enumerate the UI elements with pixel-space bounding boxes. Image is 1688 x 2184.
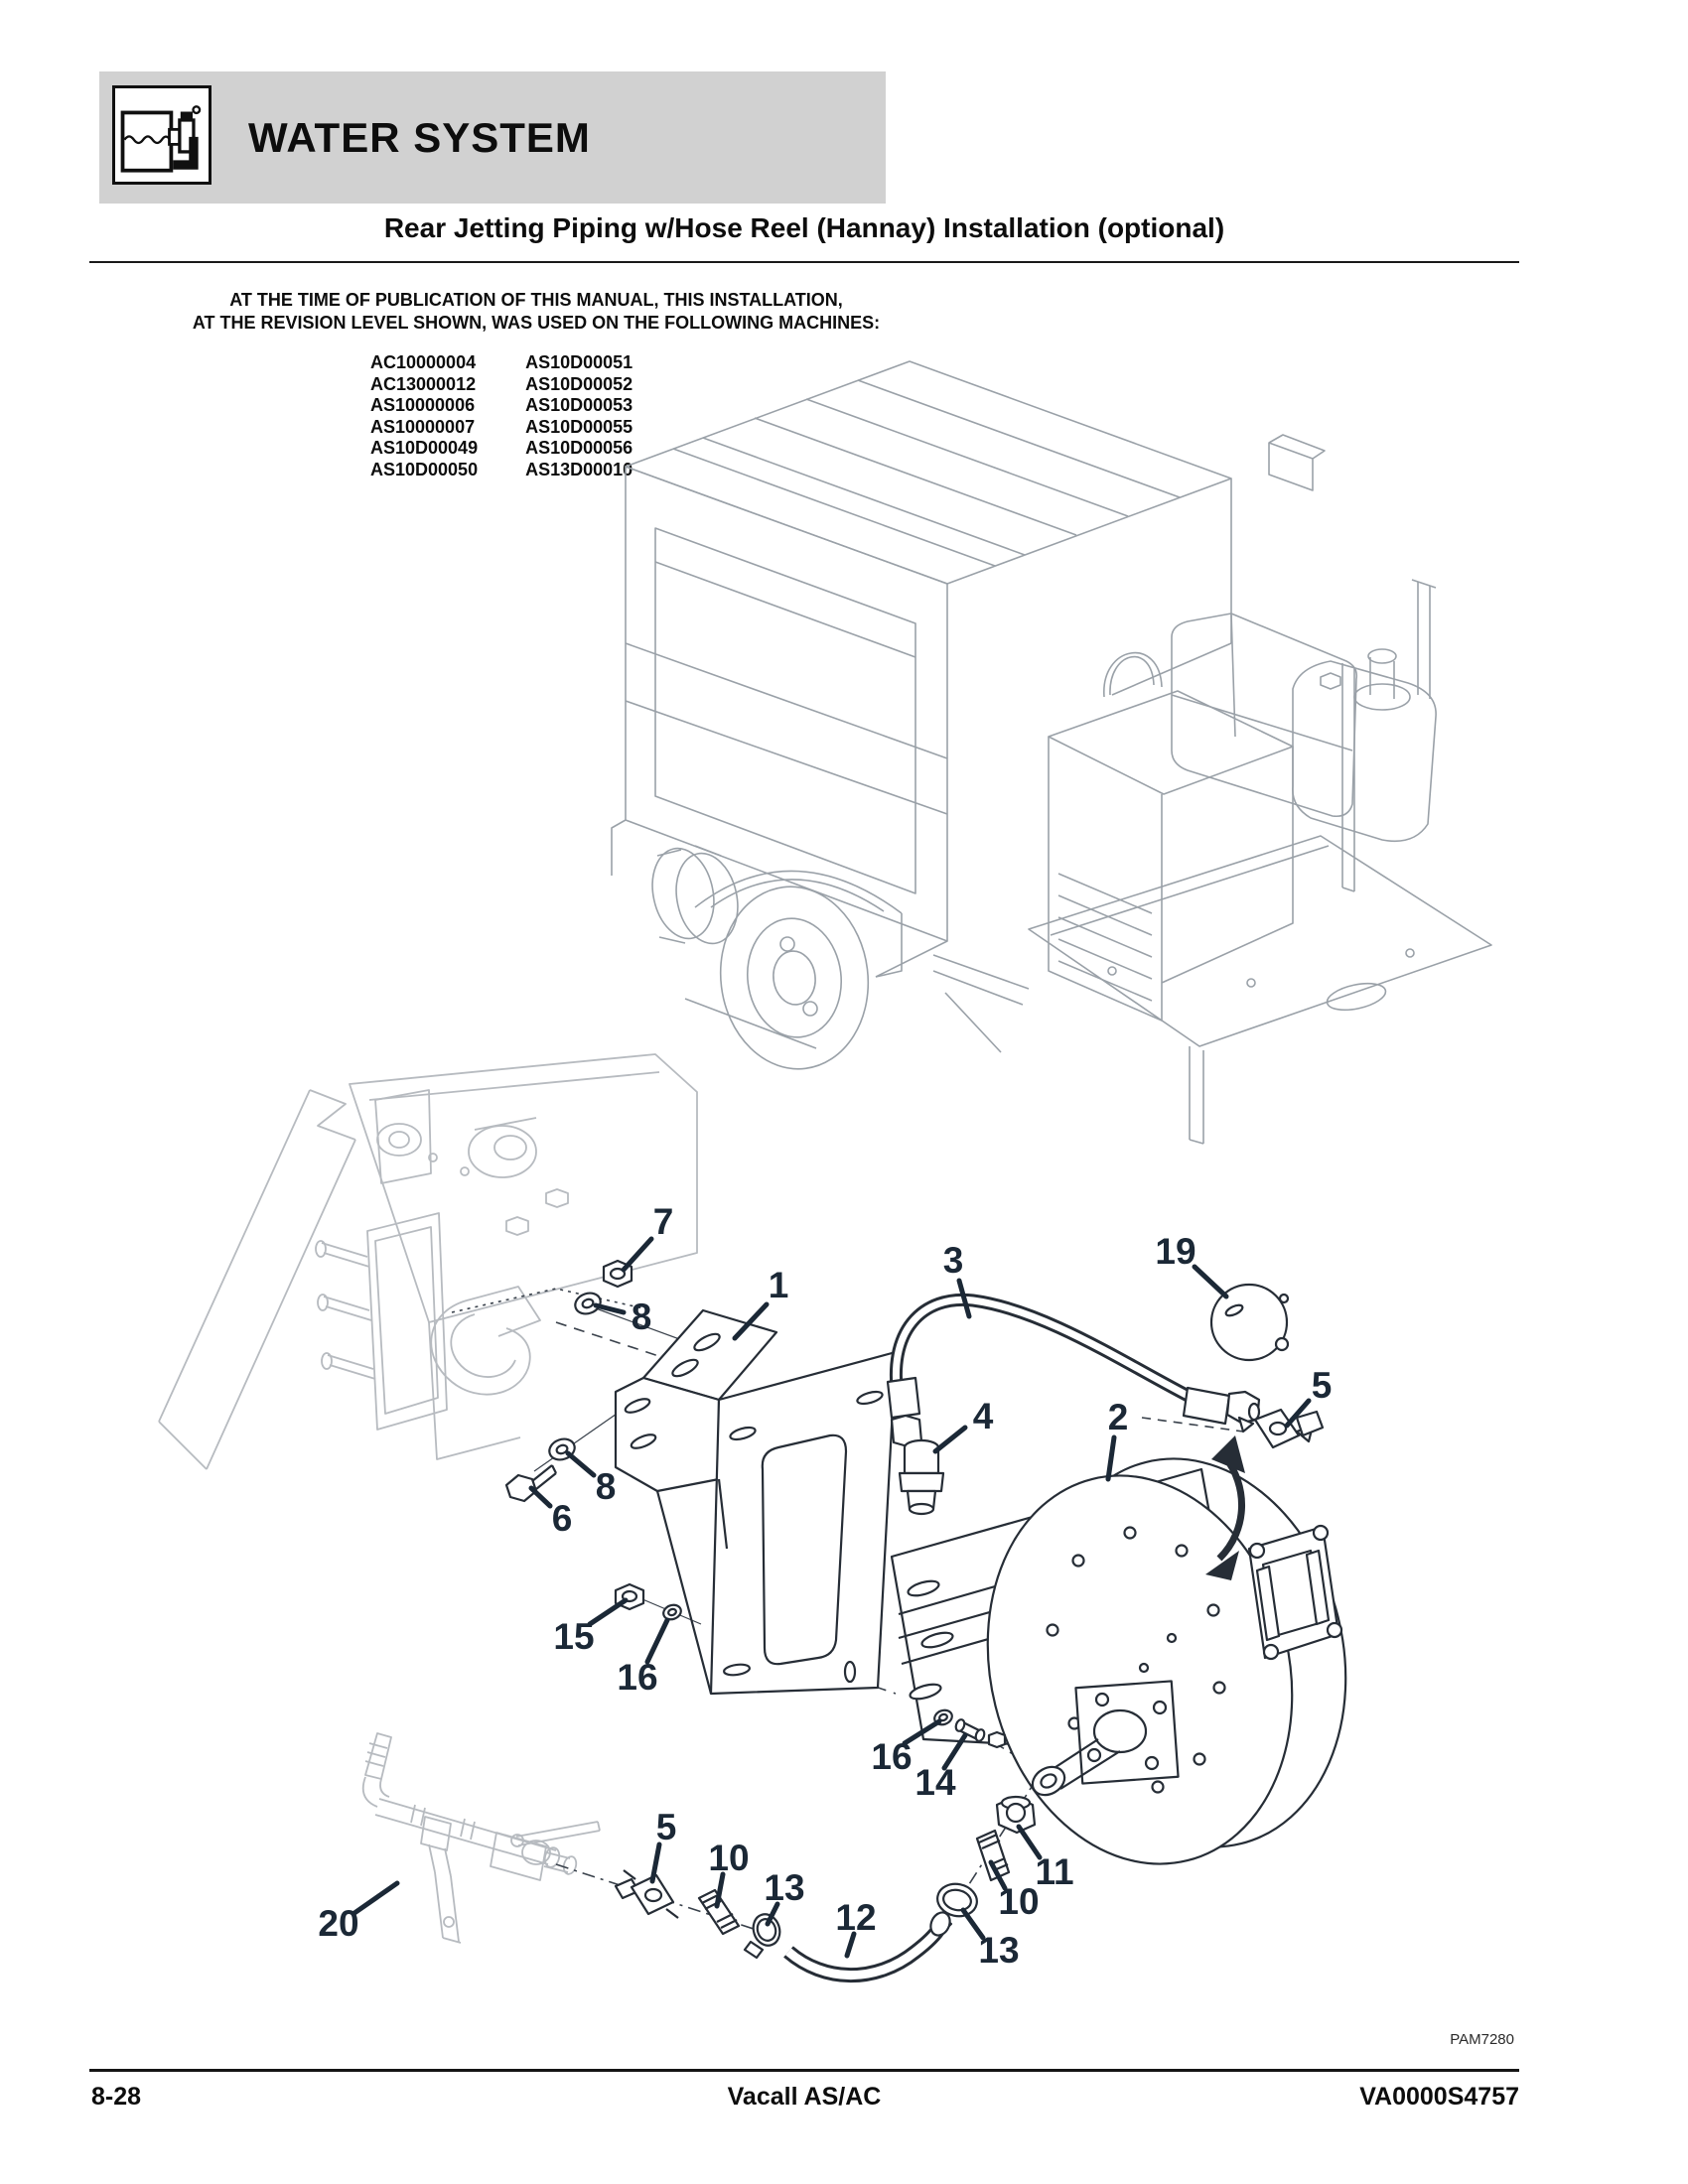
mounting-bracket-part <box>614 1308 898 1696</box>
leader-line-16 <box>902 1718 942 1746</box>
serial-number: AS10D00055 <box>525 416 633 437</box>
leader-line-10 <box>714 1871 726 1909</box>
section-banner: WATER SYSTEM <box>99 71 886 204</box>
figure-title: Rear Jetting Piping w/Hose Reel (Hannay)… <box>383 212 1225 243</box>
serial-number: AS10D00050 <box>370 459 479 479</box>
leader-line-1 <box>732 1301 770 1341</box>
callout-19: 19 <box>1155 1231 1196 1272</box>
callout-5: 5 <box>1311 1365 1333 1406</box>
supply-plumbing <box>614 1869 741 1936</box>
faded-chassis-rear <box>158 1053 698 1470</box>
callout-20: 20 <box>318 1903 359 1944</box>
serial-number: AS10000007 <box>370 416 476 437</box>
callout-1: 1 <box>768 1265 789 1305</box>
leader-line-8 <box>593 1302 627 1315</box>
page-section-title: WATER SYSTEM <box>248 113 591 161</box>
serial-number: AC13000012 <box>370 373 477 394</box>
jetting-hose-part <box>886 1293 1261 1448</box>
hose-coupler-right <box>1237 1408 1325 1449</box>
leader-line-7 <box>621 1236 654 1273</box>
leader-line-13 <box>960 1907 986 1941</box>
callout-8: 8 <box>595 1466 617 1507</box>
truck-illustration <box>611 360 1492 1145</box>
callout-3: 3 <box>942 1240 964 1281</box>
leader-line-11 <box>1016 1824 1043 1860</box>
water-tank-pipe-icon <box>120 105 202 173</box>
callout-12: 12 <box>835 1897 877 1938</box>
leader-line-16 <box>644 1617 670 1665</box>
serial-number: AS10D00053 <box>525 395 633 415</box>
water-system-icon <box>112 85 211 185</box>
callout-11: 11 <box>1035 1851 1074 1892</box>
leader-line-8 <box>565 1450 597 1478</box>
serial-number: AS13D00010 <box>525 459 633 479</box>
callout-2: 2 <box>1107 1397 1129 1437</box>
footer-document-number: VA0000S4757 <box>1359 2083 1519 2111</box>
hose-reel-part <box>890 1435 1347 1865</box>
leader-line-2 <box>1105 1434 1117 1482</box>
outlet-plumbing <box>743 1795 1037 1983</box>
serial-number: AS10D00056 <box>525 438 633 458</box>
callout-8: 8 <box>631 1297 652 1337</box>
callout-5: 5 <box>655 1807 677 1847</box>
notice-line-2: AT THE REVISION LEVEL SHOWN, WAS USED ON… <box>192 313 881 333</box>
leader-line-5 <box>1284 1398 1312 1429</box>
footer-page-number: 8-28 <box>91 2083 142 2111</box>
callout-10: 10 <box>708 1838 750 1878</box>
callout-15: 15 <box>553 1616 595 1657</box>
callout-7: 7 <box>652 1201 674 1242</box>
leader-line-5 <box>649 1842 662 1884</box>
hardware-fasteners <box>504 1259 682 1621</box>
leader-line-4 <box>932 1425 968 1454</box>
callout-4: 4 <box>972 1396 994 1436</box>
footer-model-name: Vacall AS/AC <box>727 2083 882 2111</box>
faded-jetting-pipe-assembly <box>361 1732 601 1944</box>
callout-16: 16 <box>871 1736 913 1777</box>
leader-line-20 <box>352 1880 400 1916</box>
serial-number: AS10000006 <box>370 395 476 415</box>
exploded-parts <box>504 1259 1347 1983</box>
ball-part <box>1209 1283 1290 1362</box>
callout-16: 16 <box>617 1657 658 1698</box>
serial-number: AS10D00051 <box>525 352 633 372</box>
leader-line-3 <box>956 1278 972 1319</box>
notice-line-1: AT THE TIME OF PUBLICATION OF THIS MANUA… <box>229 290 843 310</box>
leader-line-14 <box>941 1732 968 1771</box>
callout-leader-lines <box>352 1236 1312 1959</box>
leader-line-6 <box>528 1485 553 1509</box>
callout-6: 6 <box>551 1498 573 1539</box>
leader-line-15 <box>587 1597 629 1627</box>
leader-line-10 <box>988 1859 1008 1891</box>
leader-line-12 <box>844 1931 857 1959</box>
callout-13: 13 <box>764 1867 805 1908</box>
serial-number: AS10D00052 <box>525 373 633 394</box>
callout-13: 13 <box>978 1930 1020 1971</box>
serial-number: AS10D00049 <box>370 438 479 458</box>
callout-10: 10 <box>998 1881 1040 1922</box>
leader-line-13 <box>765 1901 780 1927</box>
footer-rule <box>89 2069 1519 2072</box>
title-rule <box>89 261 1519 263</box>
callout-14: 14 <box>914 1762 956 1803</box>
leader-line-19 <box>1192 1264 1229 1299</box>
serial-number: AC10000004 <box>370 352 477 372</box>
drawing-number: PAM7280 <box>1450 2031 1514 2048</box>
publication-notice: AT THE TIME OF PUBLICATION OF THIS MANUA… <box>119 289 953 335</box>
